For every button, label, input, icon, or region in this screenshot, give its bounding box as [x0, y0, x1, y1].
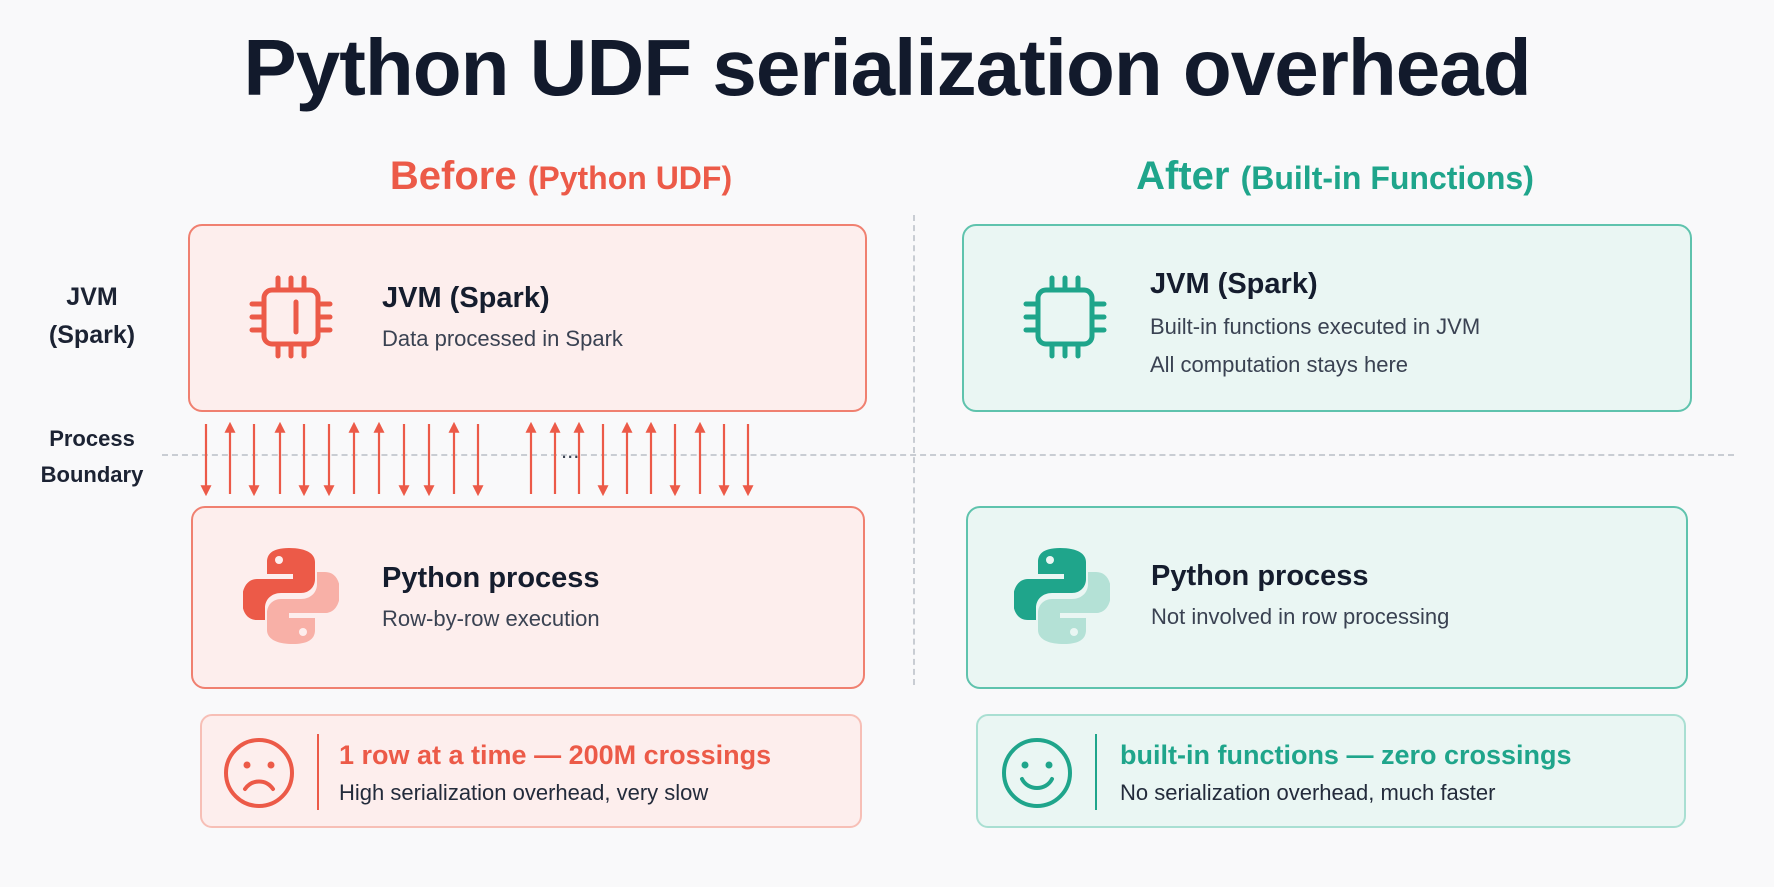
- after-jvm-box: JVM (Spark) Built-in functions executed …: [962, 224, 1692, 412]
- python-logo-icon: [1014, 548, 1110, 644]
- after-heading-main: After: [1136, 154, 1230, 198]
- before-summary-headline: 1 row at a time — 200M crossings: [339, 740, 772, 770]
- page-title: Python UDF serialization overhead: [243, 23, 1531, 112]
- after-python-box: Python process Not involved in row proce…: [966, 506, 1688, 689]
- before-summary-desc: High serialization overhead, very slow: [339, 780, 709, 805]
- before-jvm-box: JVM (Spark) Data processed in Spark: [188, 224, 867, 412]
- boundary-label-line2: Boundary: [40, 462, 144, 487]
- after-heading: After (Built-in Functions): [962, 154, 1708, 199]
- arrows-ellipsis: ...: [561, 438, 579, 463]
- before-python-box: Python process Row-by-row execution: [191, 506, 865, 689]
- sad-face-icon: [224, 738, 294, 808]
- before-python-title: Python process: [382, 562, 600, 594]
- cpu-chip-icon: [1023, 275, 1107, 359]
- column-divider: [913, 215, 915, 685]
- after-summary-headline: built-in functions — zero crossings: [1120, 740, 1572, 770]
- before-summary-divider: [317, 734, 319, 810]
- boundary-crossing-arrows: ...: [200, 421, 754, 497]
- boundary-label-line1: Process: [49, 426, 135, 451]
- jvm-row-label-line2: (Spark): [48, 321, 136, 349]
- before-jvm-title: JVM (Spark): [382, 282, 550, 314]
- before-summary-box: 1 row at a time — 200M crossings High se…: [200, 714, 862, 828]
- after-jvm-desc-1: Built-in functions executed in JVM: [1150, 314, 1481, 339]
- after-jvm-desc-2: All computation stays here: [1150, 352, 1409, 377]
- after-summary-divider: [1095, 734, 1097, 810]
- happy-face-icon: [1002, 738, 1072, 808]
- after-heading-sub: (Built-in Functions): [1240, 160, 1534, 196]
- cpu-chip-icon: [249, 275, 333, 359]
- after-python-title: Python process: [1151, 560, 1369, 592]
- after-python-desc: Not involved in row processing: [1151, 604, 1450, 629]
- before-heading: Before (Python UDF): [188, 154, 934, 199]
- process-boundary-label: Process Boundary: [22, 421, 162, 493]
- python-logo-icon: [243, 548, 339, 644]
- jvm-row-label-line1: JVM: [66, 283, 118, 311]
- before-heading-main: Before: [389, 154, 517, 198]
- before-heading-sub: (Python UDF): [527, 160, 733, 196]
- after-summary-desc: No serialization overhead, much faster: [1120, 780, 1496, 805]
- before-jvm-desc: Data processed in Spark: [382, 326, 623, 351]
- after-jvm-title: JVM (Spark): [1150, 268, 1318, 300]
- process-boundary-line: [162, 454, 1734, 456]
- jvm-row-label: JVM (Spark): [22, 278, 162, 354]
- after-summary-box: built-in functions — zero crossings No s…: [976, 714, 1686, 828]
- before-python-desc: Row-by-row execution: [382, 606, 600, 631]
